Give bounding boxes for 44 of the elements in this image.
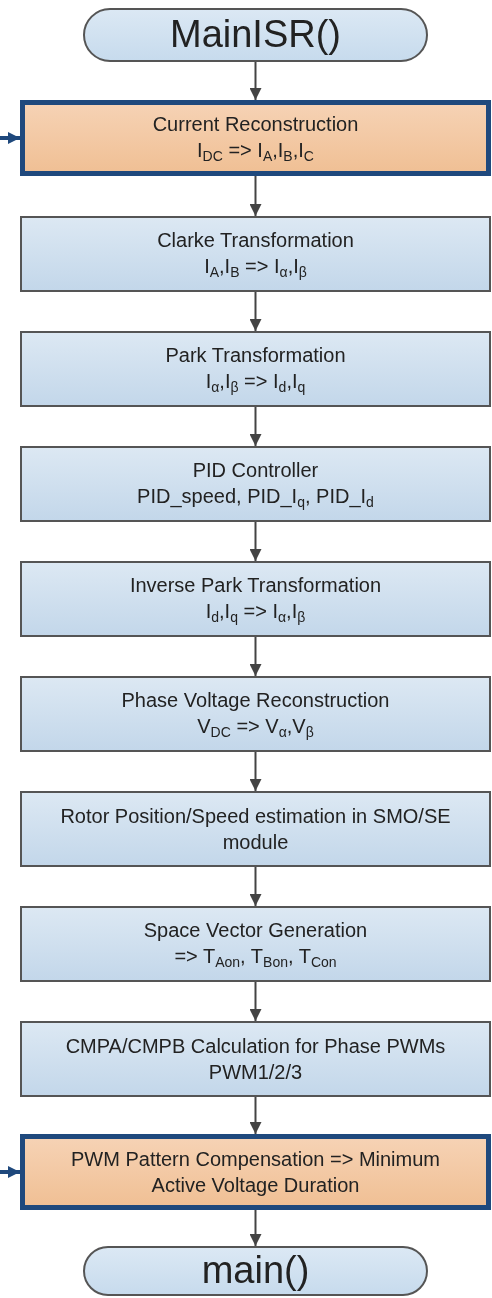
step-title: Phase Voltage Reconstruction [120,688,391,714]
process-box [20,446,491,522]
process-box [20,1134,491,1210]
process-box [20,216,491,292]
step-title: Clarke Transformation [156,228,355,254]
arrow [249,1209,262,1247]
arrow [249,1096,262,1135]
arrow [0,132,20,144]
step-text: I$_{d}$,I$_{q}$ => I$_{α}$,I$_{β}$ [204,599,307,626]
process-box [20,331,491,407]
step-title: Current Reconstruction [151,112,360,138]
arrow [249,406,262,447]
step-title: Inverse Park Transformation [128,573,383,599]
process-box [20,791,491,867]
step-text: => T$_{Aon}$, T$_{Bon}$, T$_{Con}$ [173,944,338,971]
step-title: Park Transformation [164,343,347,369]
arrow [249,291,262,332]
step-text: I$_{α}$,I$_{β}$ => I$_{d}$,I$_{q}$ [204,369,307,396]
step-title: Space Vector Generation [142,918,369,944]
arrow [249,61,262,101]
process-box [20,100,491,176]
step-text: PWM Pattern Compensation => Minimum Active Voltage Duration [70,1147,441,1198]
step-text: CMPA/CMPB Calculation for Phase PWMs PWM1/2/3 [64,1034,447,1085]
arrow [249,175,262,217]
step-text: PID_speed, PID_I$_{q}$, PID_I$_{d}$ [136,484,375,511]
step-text: Rotor Position/Speed estimation in SMO/SE module [59,804,452,855]
arrow [249,636,262,677]
terminal-shape [83,8,428,62]
arrow [0,1166,20,1178]
process-box [20,676,491,752]
process-box [20,906,491,982]
arrow [249,751,262,792]
process-box [20,561,491,637]
step-text: V$_{DC}$ => V$_{α}$,V$_{β}$ [196,714,315,741]
step-title: PID Controller [191,458,320,484]
process-box [20,1021,491,1097]
arrow [249,866,262,907]
terminal-label: main() [200,1250,311,1292]
terminal-shape [83,1246,428,1296]
terminal-label: MainISR() [169,14,342,56]
step-text: I$_{A}$,I$_{B}$ => I$_{α}$,I$_{β}$ [203,254,308,281]
arrow [249,521,262,562]
arrow [249,981,262,1022]
step-text: I$_{DC}$ => I$_{A}$,I$_{B}$,I$_{C}$ [196,138,315,165]
